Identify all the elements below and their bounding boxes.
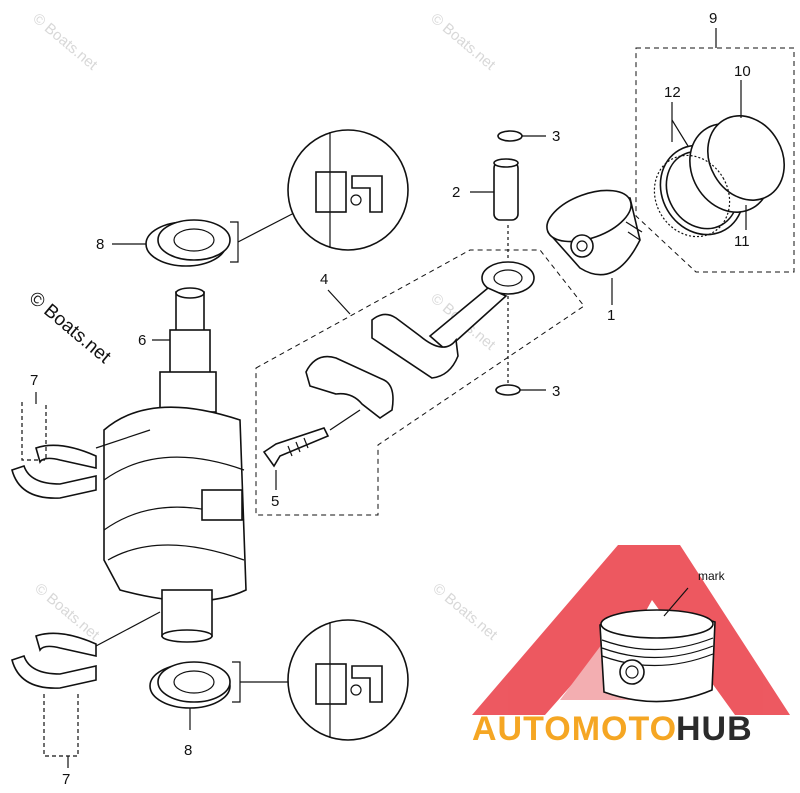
callout-12: 12 [664, 84, 681, 101]
watermark-2: © Boats.net [427, 10, 499, 74]
callout-11: 11 [734, 233, 750, 250]
mark-label: mark [698, 569, 726, 583]
oil-seal-top [145, 219, 231, 267]
seal-detail-circle-bottom [287, 619, 409, 741]
oil-seal-bottom [149, 661, 231, 709]
callout-10: 10 [734, 63, 751, 80]
watermarks: © Boats.net © Boats.net © Boats.net © Bo… [25, 10, 501, 644]
connecting-rod [371, 261, 535, 379]
piston-mark-inset: mark [599, 569, 726, 703]
circlip-bottom [495, 384, 521, 396]
rod-bolt [262, 427, 330, 468]
callout-4: 4 [320, 271, 328, 288]
wrist-pin [493, 158, 519, 221]
watermark-5: © Boats.net [429, 580, 501, 644]
callout-7-top: 7 [30, 372, 38, 389]
rod-cap [305, 355, 394, 419]
brand-text-part2: HUB [676, 710, 753, 748]
group-4-outline [255, 249, 585, 516]
main-bearing-bottom [11, 632, 97, 689]
piston-rings [653, 115, 785, 238]
callout-2: 2 [452, 184, 460, 201]
circlip-top [497, 130, 523, 142]
callout-3-top: 3 [552, 128, 560, 145]
callout-1: 1 [607, 307, 615, 324]
callout-8-top: 8 [96, 236, 104, 253]
watermark-corner: © Boats.net [25, 288, 115, 369]
main-bearing-top [11, 444, 97, 499]
watermark-1: © Boats.net [29, 10, 101, 74]
callout-5: 5 [271, 493, 279, 510]
callout-6: 6 [138, 332, 146, 349]
seal-detail-circle-top [287, 129, 409, 251]
piston [546, 189, 643, 276]
callout-7-bottom: 7 [62, 771, 70, 788]
callout-8-bottom: 8 [184, 742, 192, 759]
callout-9: 9 [709, 10, 717, 27]
brand-wordmark: AUTOMOTO HUB [472, 710, 753, 748]
callout-3-bottom: 3 [552, 383, 560, 400]
brand-text-part1: AUTOMOTO [472, 710, 677, 748]
crankshaft [103, 287, 247, 643]
